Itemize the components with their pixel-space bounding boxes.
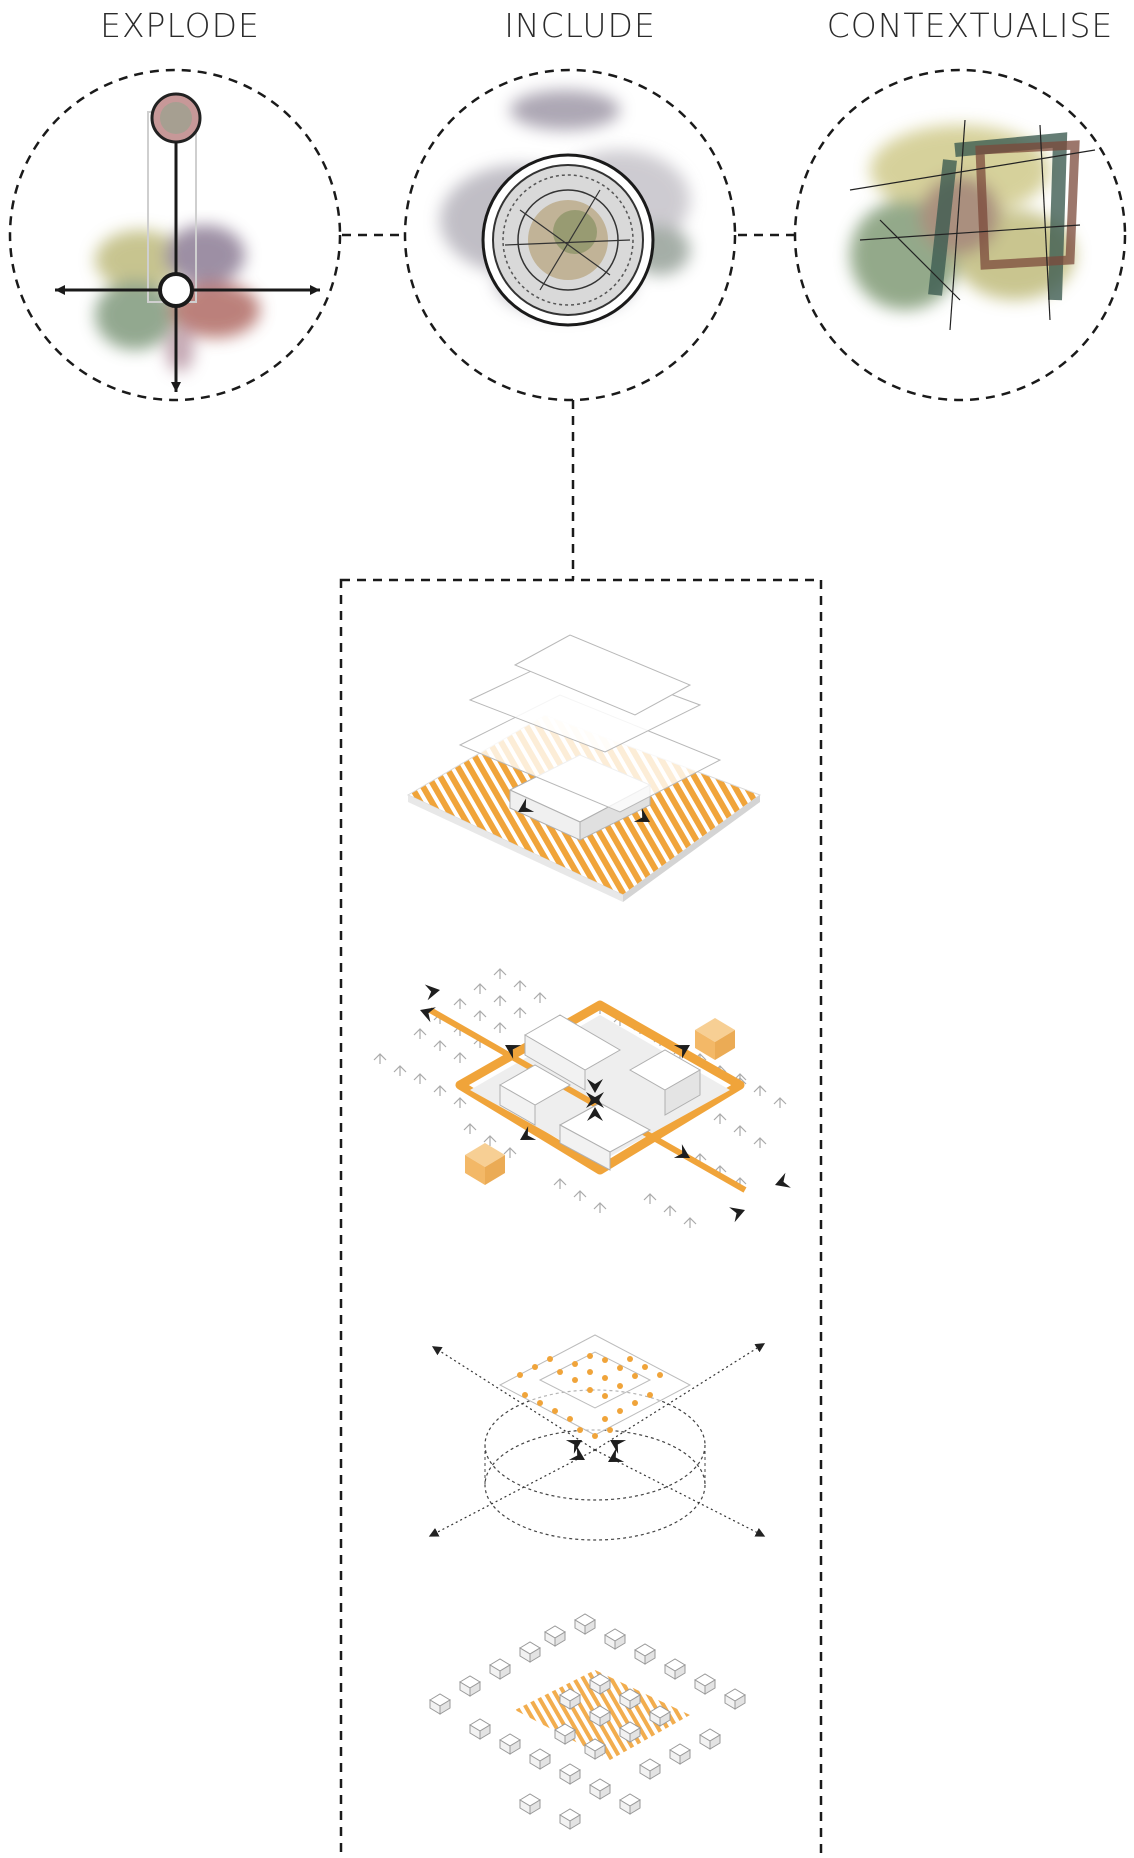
contextualise-diagram [795,70,1125,400]
courtyard-diagram [374,969,791,1228]
layered-platform-diagram [408,635,760,902]
village-grid-diagram [430,1614,745,1829]
include-diagram [405,70,735,400]
explode-diagram [10,70,340,400]
radial-grid-diagram [432,1335,762,1540]
